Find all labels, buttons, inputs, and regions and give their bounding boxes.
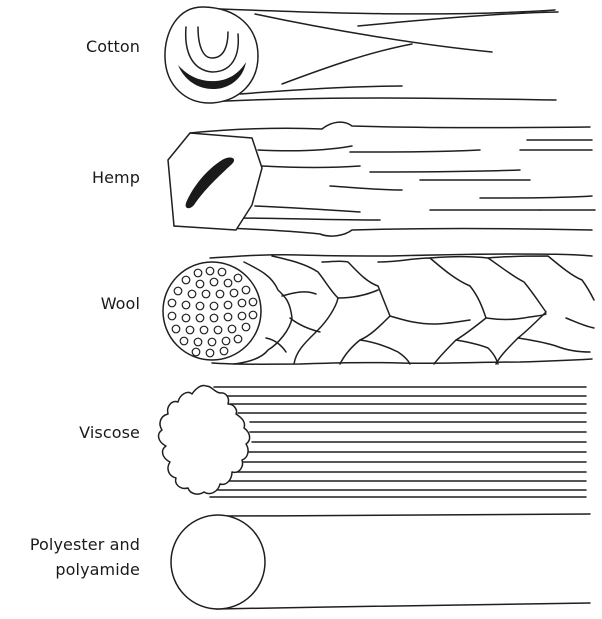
viscose-fibre-drawing — [159, 385, 586, 497]
polyester-fibre-drawing — [171, 514, 590, 609]
cotton-fibre-drawing — [165, 7, 558, 103]
hemp-fibre-drawing — [168, 122, 595, 236]
wool-fibre-drawing — [163, 254, 594, 364]
